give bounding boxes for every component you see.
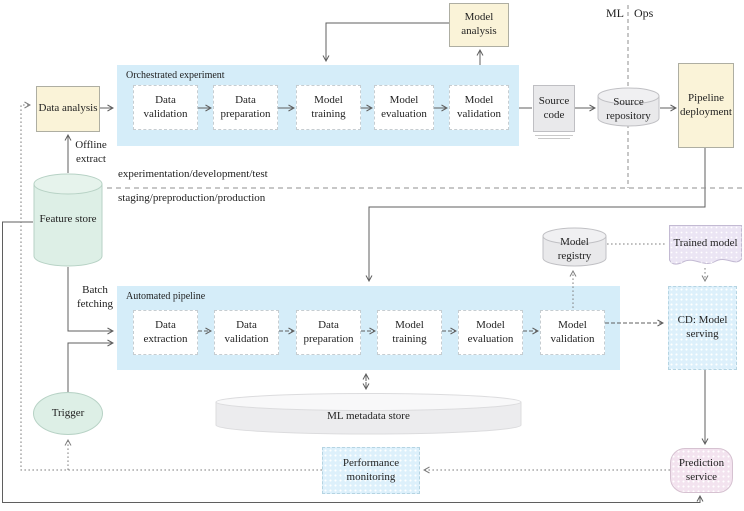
exp-step-data-preparation: Data preparation — [213, 85, 278, 130]
cd-model-serving-label: CD: Model serving — [677, 314, 728, 340]
exp-step-model-evaluation: Model evaluation — [374, 85, 434, 130]
exp-step-label: Data validation — [143, 93, 188, 120]
arrow-trigger-to-pipeline — [67, 343, 113, 392]
exp-step-data-validation: Data validation — [133, 85, 198, 130]
exp-step-label: Model validation — [457, 93, 501, 120]
arrow-feature-store-to-prediction — [2, 221, 701, 503]
arrow-feature-store-to-pipeline — [67, 267, 113, 331]
auto-step-model-evaluation: Model evaluation — [458, 310, 523, 355]
node-ml-metadata-store: ML metadata store — [215, 393, 522, 435]
cylinder-shape — [597, 87, 660, 127]
orchestrated-experiment-label: Orchestrated experiment — [126, 70, 225, 81]
node-prediction-service: Prediction service — [670, 448, 733, 493]
source-code-stack-mark — [538, 138, 570, 139]
auto-step-model-validation: Model validation — [540, 310, 605, 355]
cylinder-shape — [215, 393, 522, 435]
auto-step-data-validation: Data validation — [214, 310, 279, 355]
source-code-label: Source code — [538, 94, 570, 121]
model-analysis-label: Model analysis — [461, 11, 497, 37]
ml-side-label: ML — [606, 6, 624, 20]
auto-step-label: Data preparation — [303, 318, 354, 345]
auto-step-data-preparation: Data preparation — [296, 310, 361, 355]
offline-extract-label: Offline extract — [75, 139, 107, 165]
node-model-analysis: Model analysis — [449, 3, 509, 47]
source-repository-label: Source repository — [606, 96, 651, 122]
node-trained-model: Trained model — [669, 225, 742, 268]
experimentation-env-label: experimentation/development/test — [118, 168, 268, 180]
node-cd-model-serving: CD: Model serving — [668, 286, 737, 370]
auto-step-label: Model evaluation — [467, 318, 514, 345]
ml-metadata-store-label: ML metadata store — [327, 410, 410, 423]
exp-step-label: Data preparation — [220, 93, 271, 120]
node-feature-store: Feature store — [33, 173, 103, 267]
trigger-label: Trigger — [51, 406, 85, 419]
node-performance-monitoring: Performance monitoring — [322, 447, 420, 494]
exp-step-model-validation: Model validation — [449, 85, 509, 130]
auto-step-model-training: Model training — [377, 310, 442, 355]
node-source-repository: Source repository — [597, 87, 660, 128]
node-trigger: Trigger — [33, 392, 103, 435]
auto-step-label: Model training — [392, 318, 427, 345]
node-source-code: Source code — [533, 85, 575, 132]
exp-step-label: Model evaluation — [381, 93, 427, 120]
prediction-service-label: Prediction service — [678, 456, 725, 483]
ops-side-label: Ops — [634, 6, 654, 20]
auto-step-label: Data extraction — [143, 318, 188, 345]
arrow-deployment-to-automated-pipeline — [369, 148, 706, 281]
arrow-model-analysis-feedback — [326, 22, 449, 61]
node-model-registry: Model registry — [542, 227, 607, 268]
staging-env-label: staging/preproduction/production — [118, 192, 266, 204]
batch-fetching-label: Batch fetching — [76, 284, 114, 310]
source-code-stack-mark — [535, 135, 573, 136]
pipeline-deployment-label: Pipeline deployment — [680, 91, 732, 118]
trained-model-label: Trained model — [673, 236, 738, 249]
model-registry-label: Model registry — [557, 236, 592, 262]
exp-step-label: Model training — [311, 93, 346, 120]
node-pipeline-deployment: Pipeline deployment — [678, 63, 734, 148]
node-data-analysis: Data analysis — [36, 86, 100, 132]
feature-store-label: Feature store — [39, 213, 97, 226]
exp-step-model-training: Model training — [296, 85, 361, 130]
cylinder-shape — [542, 227, 607, 267]
cylinder-shape — [33, 173, 103, 267]
data-analysis-label: Data analysis — [38, 102, 98, 115]
auto-step-data-extraction: Data extraction — [133, 310, 198, 355]
auto-step-label: Model validation — [550, 318, 595, 345]
auto-step-label: Data validation — [224, 318, 269, 345]
performance-monitoring-label: Performance monitoring — [342, 456, 400, 483]
document-shape — [669, 225, 742, 265]
automated-pipeline-label: Automated pipeline — [126, 291, 206, 302]
